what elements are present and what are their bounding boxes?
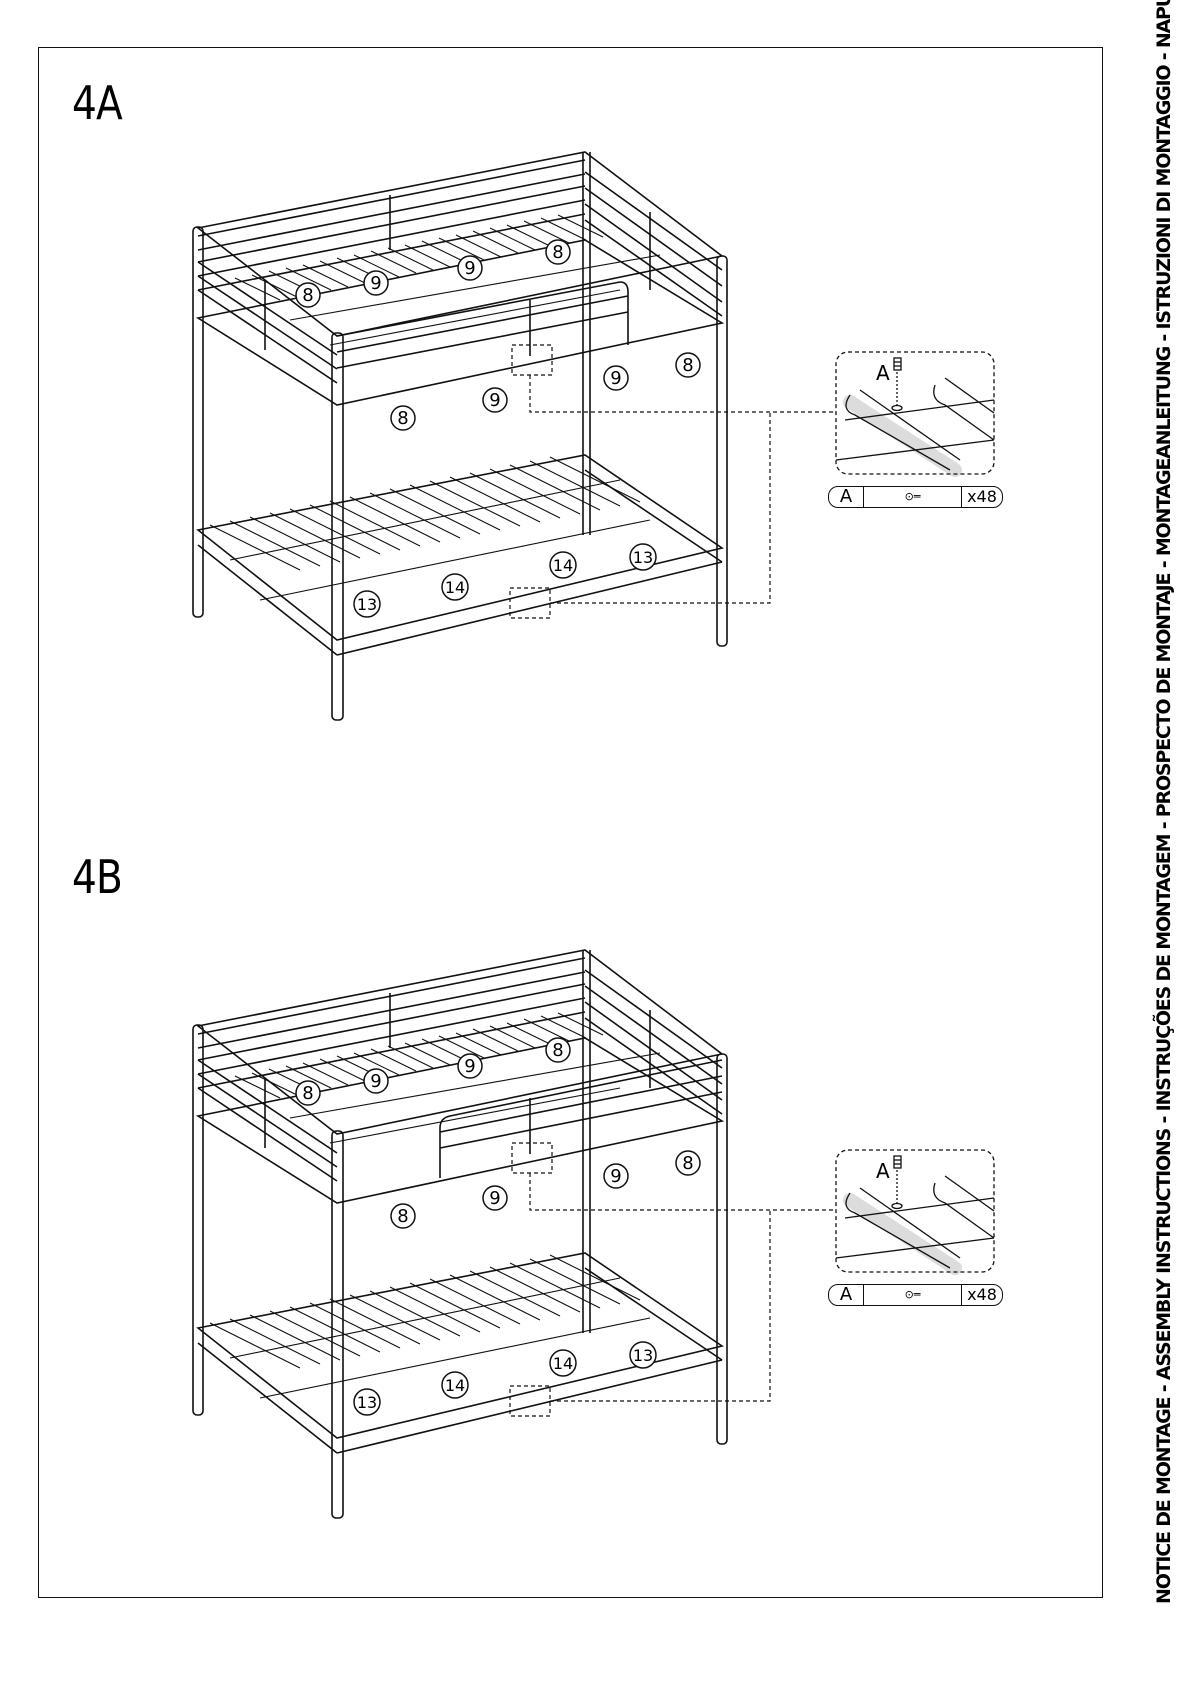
part-callout: 9 — [483, 388, 507, 412]
part-callout: 14 — [442, 1372, 468, 1398]
part-callout: 9 — [458, 256, 482, 280]
hardware-legend-4b: A ⊙═ x48 — [828, 1284, 1003, 1306]
part-label: 9 — [370, 273, 381, 294]
part-label: 8 — [397, 408, 408, 429]
part-callout: 13 — [630, 1342, 656, 1368]
part-label: 8 — [552, 242, 563, 263]
part-label: 9 — [489, 390, 500, 411]
part-callout: 13 — [354, 1389, 380, 1415]
part-label: 14 — [445, 1376, 465, 1395]
part-label: 8 — [682, 355, 693, 376]
bunk-bed-diagram-4a: 8 9 9 8 9 8 8 9 13 14 14 13 A — [0, 0, 1191, 800]
hardware-quantity: x48 — [962, 1285, 1002, 1305]
part-label: 8 — [397, 1206, 408, 1227]
part-callout: 13 — [630, 544, 656, 570]
part-callout: 8 — [296, 283, 320, 307]
detail-inset-4a — [836, 352, 994, 474]
part-label: 8 — [302, 1083, 313, 1104]
part-callout: 9 — [364, 271, 388, 295]
part-label: 8 — [302, 285, 313, 306]
part-callout: 8 — [391, 406, 415, 430]
screw-icon: ⊙═ — [864, 1285, 962, 1305]
part-callout: 14 — [442, 574, 468, 600]
part-callout: 13 — [354, 591, 380, 617]
part-label: 13 — [633, 548, 653, 567]
part-label: 13 — [633, 1346, 653, 1365]
part-label: 9 — [489, 1188, 500, 1209]
hardware-letter: A — [829, 487, 864, 507]
detail-inset-4b — [836, 1150, 994, 1272]
part-label: 8 — [552, 1040, 563, 1061]
part-callout: 8 — [296, 1081, 320, 1105]
part-label: 14 — [553, 1354, 573, 1373]
part-callout: 8 — [676, 1151, 700, 1175]
part-callout: 9 — [364, 1069, 388, 1093]
part-label: 9 — [464, 1056, 475, 1077]
part-label: 9 — [464, 258, 475, 279]
part-label: 13 — [357, 595, 377, 614]
part-callout: 14 — [550, 552, 576, 578]
part-label: 14 — [445, 578, 465, 597]
part-callout: 8 — [391, 1204, 415, 1228]
part-callout: 9 — [483, 1186, 507, 1210]
hardware-quantity: x48 — [962, 487, 1002, 507]
screw-icon: ⊙═ — [864, 487, 962, 507]
bunk-bed-diagram-4b: 8 9 9 8 9 8 8 9 13 14 14 13 A — [0, 798, 1191, 1598]
part-callout: 9 — [604, 1164, 628, 1188]
hardware-letter: A — [876, 1159, 890, 1183]
part-label: 8 — [682, 1153, 693, 1174]
part-callout: 8 — [546, 240, 570, 264]
hardware-legend-4a: A ⊙═ x48 — [828, 486, 1003, 508]
part-label: 14 — [553, 556, 573, 575]
part-label: 9 — [370, 1071, 381, 1092]
part-label: 9 — [610, 1166, 621, 1187]
hardware-letter: A — [876, 361, 890, 385]
part-callout: 9 — [458, 1054, 482, 1078]
part-callout: 14 — [550, 1350, 576, 1376]
hardware-letter: A — [829, 1285, 864, 1305]
part-label: 13 — [357, 1393, 377, 1412]
part-label: 9 — [610, 368, 621, 389]
part-callout: 8 — [546, 1038, 570, 1062]
part-callout: 9 — [604, 366, 628, 390]
part-callout: 8 — [676, 353, 700, 377]
